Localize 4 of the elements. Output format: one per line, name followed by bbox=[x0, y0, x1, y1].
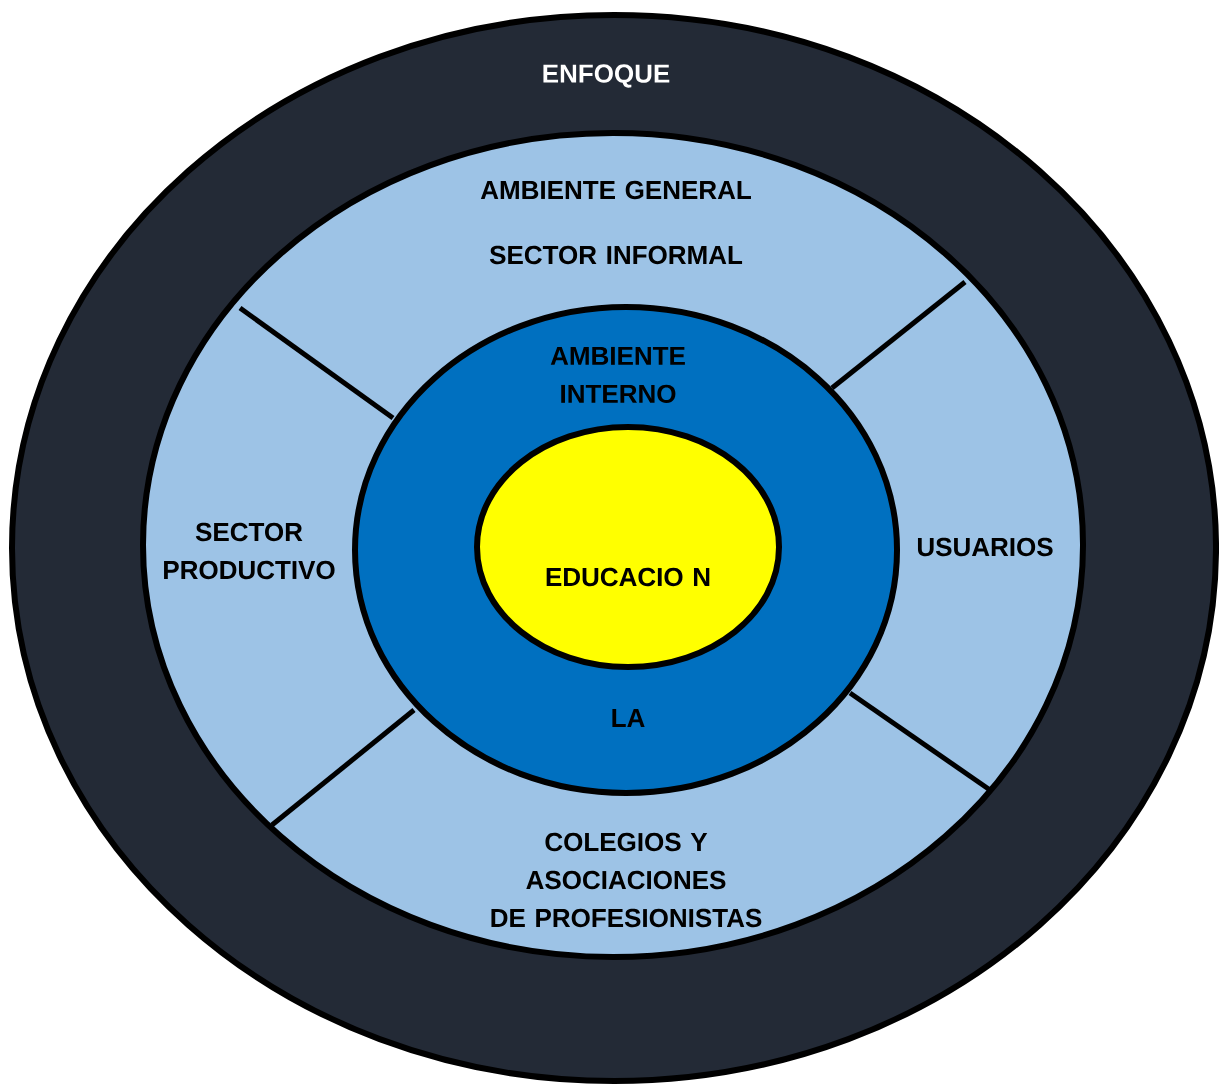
sector-label: SECTOR INFORMAL bbox=[489, 245, 743, 265]
sector-label: USUARIOS bbox=[917, 537, 1053, 557]
sector-label: SECTOR PRODUCTIVO bbox=[164, 522, 335, 580]
sector-label: COLEGIOS Y ASOCIACIONES DE PROFESIONISTAS bbox=[491, 832, 762, 928]
